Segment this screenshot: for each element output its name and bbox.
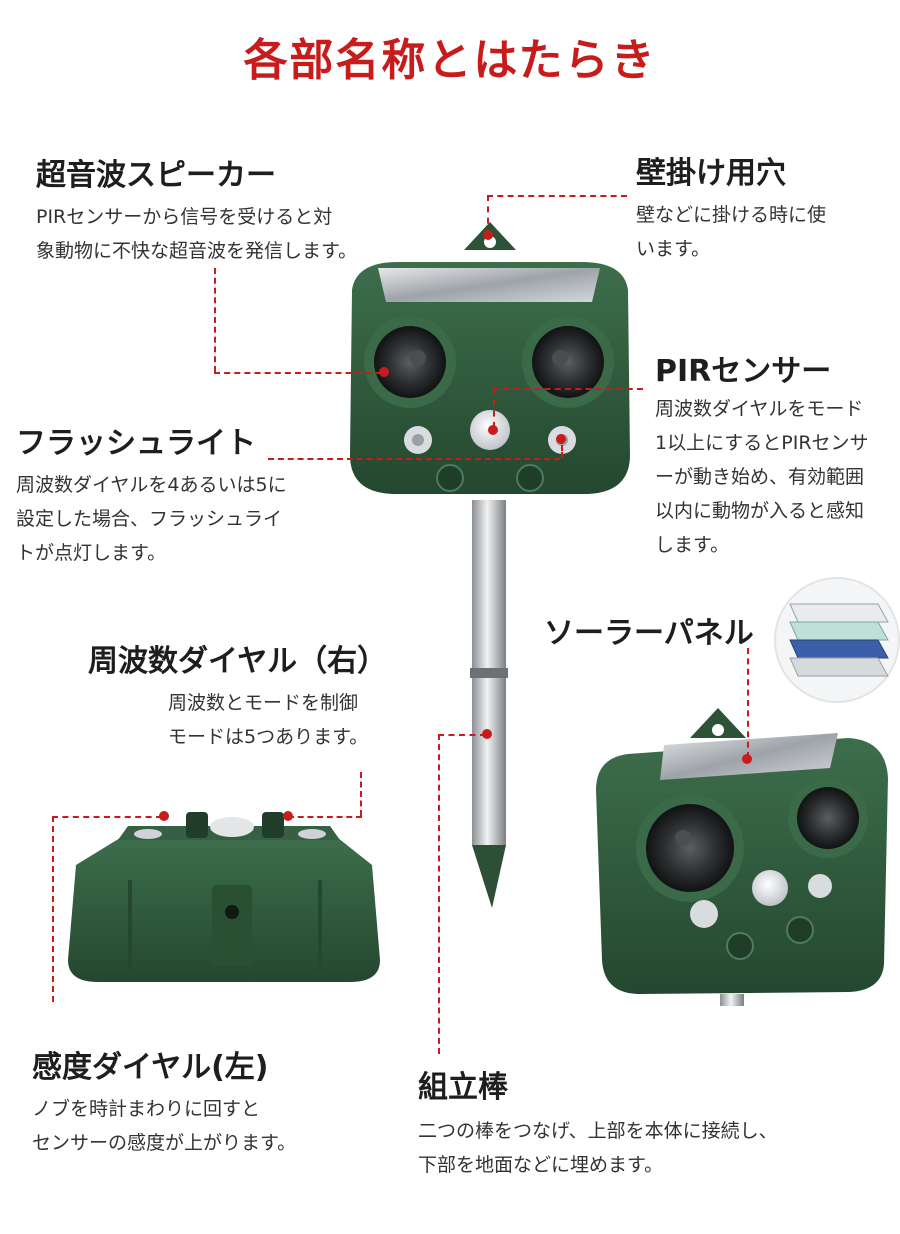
callout-line-sens-dial — [52, 816, 54, 1002]
desc-pir-line: します。 — [655, 534, 730, 556]
callout-line-freq-dial-h — [288, 816, 362, 818]
desc-sens-dial: ノブを時計まわりに回すと センサーの感度が上がります。 — [32, 1092, 296, 1160]
desc-pir-line: 以内に動物が入ると感知 — [655, 500, 865, 522]
desc-pir-line: 周波数ダイヤルをモード — [655, 398, 864, 420]
heading-pir: PIRセンサー — [655, 354, 832, 389]
desc-mount-hole: 壁などに掛ける時に使 います。 — [636, 198, 826, 266]
desc-speaker-line: 象動物に不快な超音波を発信します。 — [36, 240, 358, 262]
desc-flash: 周波数ダイヤルを4あるいは5に 設定した場合、フラッシュライ トが点灯します。 — [16, 468, 287, 570]
page-title: 各部名称とはたらき — [243, 35, 657, 86]
callout-dot-sens-dial — [159, 811, 169, 821]
callout-dot-solar — [742, 754, 752, 764]
desc-freq-dial-line: 周波数とモードを制御 — [168, 692, 359, 714]
callout-dot-freq-dial — [283, 811, 293, 821]
callout-line-stake — [438, 734, 440, 1054]
callout-dot-stake — [482, 729, 492, 739]
callout-line-mount-hole — [487, 195, 489, 235]
callout-line-freq-dial — [360, 772, 362, 816]
callout-line-speaker-h — [214, 372, 382, 374]
desc-pir-line: ーが動き始め、有効範囲 — [655, 466, 865, 488]
callout-line-solar — [747, 648, 749, 758]
callout-line-speaker — [214, 268, 216, 372]
desc-speaker-line: PIRセンサーから信号を受けると対 — [36, 206, 333, 228]
callout-line-flash — [268, 458, 560, 460]
callout-line-sens-dial-h — [52, 816, 162, 818]
callout-line-flash-v — [561, 438, 563, 458]
main-device — [350, 222, 630, 908]
desc-mount-hole-line: います。 — [636, 238, 711, 260]
heading-stake: 組立棒 — [418, 1070, 508, 1105]
heading-freq-dial: 周波数ダイヤル（右） — [88, 644, 388, 679]
desc-flash-line: 設定した場合、フラッシュライ — [16, 508, 283, 530]
desc-freq-dial-line: モードは5つあります。 — [168, 726, 369, 748]
solar-layers-diagram — [774, 577, 900, 703]
desc-speaker: PIRセンサーから信号を受けると対 象動物に不快な超音波を発信します。 — [36, 200, 357, 268]
desc-stake-line: 下部を地面などに埋めます。 — [418, 1154, 664, 1176]
desc-pir-line: 1以上にするとPIRセンサ — [655, 432, 869, 454]
desc-sens-dial-line: センサーの感度が上がります。 — [32, 1132, 297, 1154]
heading-sens-dial: 感度ダイヤル(左) — [32, 1050, 269, 1085]
desc-flash-line: 周波数ダイヤルを4あるいは5に — [16, 474, 287, 496]
desc-pir: 周波数ダイヤルをモード 1以上にするとPIRセンサ ーが動き始め、有効範囲 以内… — [655, 392, 869, 562]
callout-line-stake-h — [438, 734, 486, 736]
device-top-view — [68, 812, 380, 982]
callout-dot-pir — [488, 425, 498, 435]
desc-freq-dial: 周波数とモードを制御 モードは5つあります。 — [168, 686, 368, 754]
desc-sens-dial-line: ノブを時計まわりに回すと — [32, 1098, 261, 1120]
callout-line-pir — [493, 388, 495, 428]
device-angled-view — [596, 708, 888, 1006]
desc-stake: 二つの棒をつなげ、上部を本体に接続し、 下部を地面などに埋めます。 — [418, 1114, 778, 1182]
callout-line-mount-hole-h — [487, 195, 627, 197]
heading-solar: ソーラーパネル — [544, 616, 754, 651]
heading-speaker: 超音波スピーカー — [36, 158, 276, 193]
desc-flash-line: トが点灯します。 — [16, 542, 167, 564]
desc-stake-line: 二つの棒をつなげ、上部を本体に接続し、 — [418, 1120, 778, 1142]
callout-dot-mount-hole — [483, 230, 493, 240]
heading-flash: フラッシュライト — [16, 426, 256, 461]
callout-line-pir-h — [493, 388, 643, 390]
desc-mount-hole-line: 壁などに掛ける時に使 — [636, 204, 827, 226]
heading-mount-hole: 壁掛け用穴 — [636, 156, 786, 191]
callout-dot-speaker — [379, 367, 389, 377]
